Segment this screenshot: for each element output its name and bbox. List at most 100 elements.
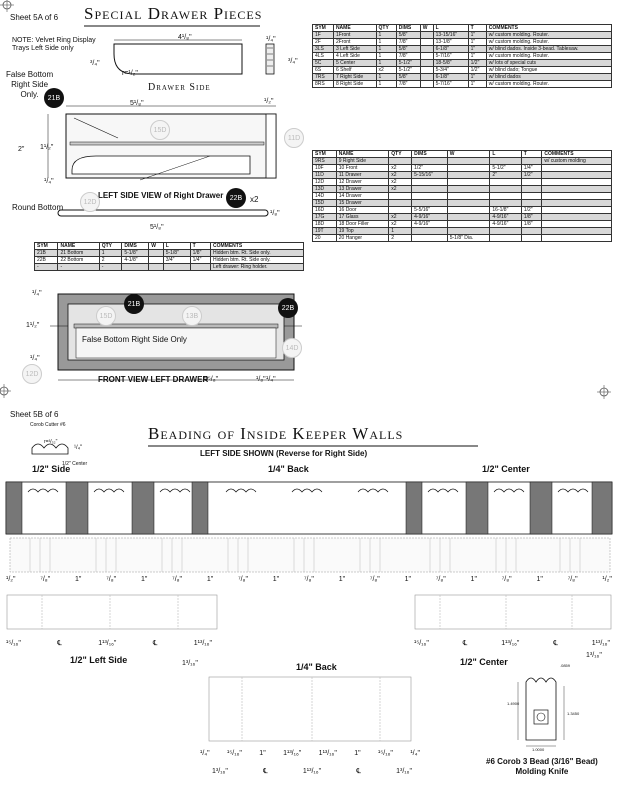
drawer-side-caption: Drawer Side bbox=[148, 82, 211, 93]
sheet-a-label: Sheet 5A of 6 bbox=[10, 13, 59, 22]
note-text: NOTE: Velvet Ring Display Trays Left Sid… bbox=[12, 37, 96, 52]
molding-knife-drawing bbox=[517, 677, 565, 747]
beading-dims-row: ¹/₂"⁷/₈"1"⁷/₈"1"⁷/₈"1"⁷/₈"1"⁷/₈"1"⁷/₈"1"… bbox=[6, 576, 612, 583]
cutter-diagram bbox=[31, 443, 69, 455]
fv-a: ¹/₈" bbox=[256, 376, 266, 383]
center-strip bbox=[414, 594, 612, 630]
sheet-b-title: Beading of Inside Keeper Walls bbox=[148, 424, 404, 443]
back-caption: 1/4" Back bbox=[296, 662, 337, 672]
cutter-label: Corob Cutter #6 bbox=[30, 422, 66, 428]
left-side-strip bbox=[6, 594, 218, 630]
title-underline bbox=[148, 445, 478, 447]
registration-mark bbox=[0, 0, 14, 12]
callout-12d: 12D bbox=[22, 364, 42, 384]
left-side-view-drawing bbox=[47, 105, 277, 217]
fv-len: 5⁵/₈" bbox=[204, 376, 219, 383]
cutter-w: ¹/₄" bbox=[74, 445, 83, 451]
center-caption: 1/2" Center bbox=[460, 657, 508, 667]
callout-22b: 22B bbox=[278, 298, 298, 318]
left-side-extra: 1³/₁₆" bbox=[182, 660, 198, 667]
left-side-view-caption: LEFT SIDE VIEW of Right Drawer bbox=[98, 191, 224, 200]
fv-top: ¹/₄" bbox=[32, 290, 42, 297]
center-dims: ¹⁵/₁₆"℄1¹³/₁₆"℄1¹³/₁₆" bbox=[414, 640, 610, 647]
false-bottom-inner-label: False Bottom Right Side Only bbox=[82, 335, 187, 344]
molding-w: 1.0000 bbox=[532, 747, 545, 752]
molding-h2: 1.3450 bbox=[567, 711, 580, 716]
molding-rad: .0859 bbox=[560, 663, 571, 668]
callout-13b: 13B bbox=[182, 306, 202, 326]
center-extra: 1³/₁₆" bbox=[586, 652, 602, 659]
section-half-side: 1/2" Side bbox=[32, 464, 71, 474]
lsv-h: 2" bbox=[18, 146, 25, 153]
drawer-side-len: 4¹/₈" bbox=[178, 34, 192, 41]
sheet-b-label: Sheet 5B of 6 bbox=[10, 410, 59, 419]
table-row: ---Left drawer: Ring holder. bbox=[33, 263, 305, 271]
lsv-bottom-len: 5¹/₈" bbox=[150, 224, 164, 231]
callout-15d: 15D bbox=[150, 120, 170, 140]
lsv-bottom: ¹/₄" bbox=[44, 178, 54, 185]
registration-mark bbox=[0, 384, 11, 398]
drawer-side-drawing bbox=[113, 39, 275, 75]
round-bottom-label: Round Bottom bbox=[12, 203, 64, 212]
beading-strip bbox=[5, 481, 613, 573]
drawer-side-r: r=¹/₂" bbox=[122, 70, 138, 77]
title-underline bbox=[84, 25, 260, 27]
registration-mark bbox=[597, 385, 611, 399]
drawer-side-h2: ³/₄" bbox=[288, 58, 298, 65]
molding-h1: 1.4900 bbox=[507, 701, 520, 706]
false-bottom-label: False Bottom Right Side Only. bbox=[6, 70, 54, 99]
callout-21b: 21B bbox=[124, 294, 144, 314]
lsv-top-len: 5¹/₈" bbox=[130, 100, 144, 107]
callout-21b: 21B bbox=[44, 88, 64, 108]
drawer-side-h: ³/₄" bbox=[90, 60, 100, 67]
callout-15d: 15D bbox=[96, 306, 116, 326]
fv-mid: 1¹/₂" bbox=[26, 322, 40, 329]
callout-14d: 14D bbox=[282, 338, 302, 358]
callout-11d: 11D bbox=[284, 128, 304, 148]
sheet-a-title: Special Drawer Pieces bbox=[84, 4, 263, 23]
fv-b: ¹/₄" bbox=[266, 376, 276, 383]
back-strip bbox=[208, 676, 412, 742]
left-side-dims: ¹⁵/₁₆"℄1¹³/₁₆"℄1¹³/₁₆" bbox=[6, 640, 212, 647]
section-quarter-back: 1/4" Back bbox=[268, 464, 309, 474]
section-half-center: 1/2" Center bbox=[482, 464, 530, 474]
x2-label: x2 bbox=[250, 195, 259, 204]
back-dims: ¹/₄"¹⁵/₁₆"1"1¹³/₁₆"1¹³/₁₆"1"¹⁵/₁₆"¹/₄" bbox=[200, 750, 420, 757]
drawer-side-t: ¹/₄" bbox=[266, 36, 276, 43]
fv-bot: ¹/₄" bbox=[30, 355, 40, 362]
front-view-caption: FRONT VIEW LEFT DRAWER bbox=[98, 375, 209, 384]
molding-caption: #6 Corob 3 Bead (3/16" Bead) Molding Kni… bbox=[486, 757, 598, 776]
callout-22b: 22B bbox=[226, 188, 246, 208]
lsv-bot-t: ¹/₈" bbox=[270, 210, 280, 217]
sheet-b-subtitle: LEFT SIDE SHOWN (Reverse for Right Side) bbox=[200, 449, 368, 458]
front-view-drawing bbox=[50, 293, 302, 381]
lsv-inner: 1¹/₂" bbox=[40, 144, 54, 151]
cutter-center: 1/2" Center bbox=[62, 461, 88, 467]
back-dims-2: 1³/₁₆"℄1¹³/₁₆"℄1³/₁₆" bbox=[212, 768, 412, 775]
lsv-top-r: ¹/₂" bbox=[264, 98, 274, 105]
cutter-r: r=³/₃₂" bbox=[44, 439, 58, 445]
